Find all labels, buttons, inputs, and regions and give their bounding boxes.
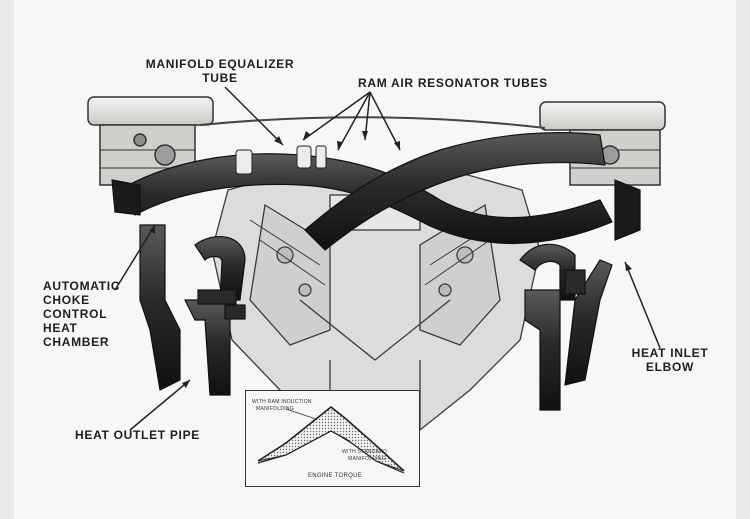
standard-pointer (337, 434, 352, 444)
left-air-cleaner (87, 96, 214, 186)
label-manifold-equalizer: MANIFOLD EQUALIZER TUBE (145, 57, 295, 85)
arrowheads (149, 131, 632, 388)
label-choke-heat-chamber: AUTOMATIC CHOKE CONTROL HEAT CHAMBER (43, 279, 120, 349)
leader-lines (114, 86, 661, 431)
ram-induction-curve (257, 405, 405, 472)
standard-curve (257, 430, 405, 474)
label-choke-line2: CHOKE (43, 293, 90, 307)
label-heat-outlet-pipe: HEAT OUTLET PIPE (75, 428, 200, 442)
right-heat-pipe (519, 243, 613, 411)
inset-std-line2: MANIFOLDING (348, 456, 387, 462)
label-manifold-equalizer-line1: MANIFOLD EQUALIZER (145, 57, 295, 71)
label-heat-inlet-line2: ELBOW (645, 360, 695, 374)
label-choke-line1: AUTOMATIC (43, 279, 121, 293)
label-choke-line3: CONTROL (43, 307, 108, 321)
linkage-rod (199, 116, 546, 129)
inset-ram-line2: MANIFOLDING (256, 406, 295, 412)
inset-ram-line1: WITH RAM INDUCTION (252, 399, 312, 405)
label-manifold-equalizer-line2: TUBE (202, 71, 238, 85)
label-choke-line4: HEAT (43, 321, 78, 335)
ram-pointer (285, 408, 317, 420)
inset-axis-label: ENGINE TORQUE (308, 473, 363, 479)
torque-inset: WITH RAM INDUCTION MANIFOLDING WITH STAN… (245, 390, 420, 487)
torque-curves (257, 405, 405, 474)
page-edge-left (0, 0, 14, 519)
label-choke-line5: CHAMBER (43, 335, 110, 349)
equalizer-clamps (235, 145, 327, 175)
label-heat-inlet-line1: HEAT INLET (631, 346, 709, 360)
page-edge-right (736, 0, 750, 519)
label-ram-air-resonator: RAM AIR RESONATOR TUBES (358, 76, 548, 90)
left-heat-pipe (139, 224, 246, 396)
label-heat-inlet-elbow: HEAT INLET ELBOW (625, 346, 715, 374)
inset-std-line1: WITH STANDARD (342, 449, 388, 455)
